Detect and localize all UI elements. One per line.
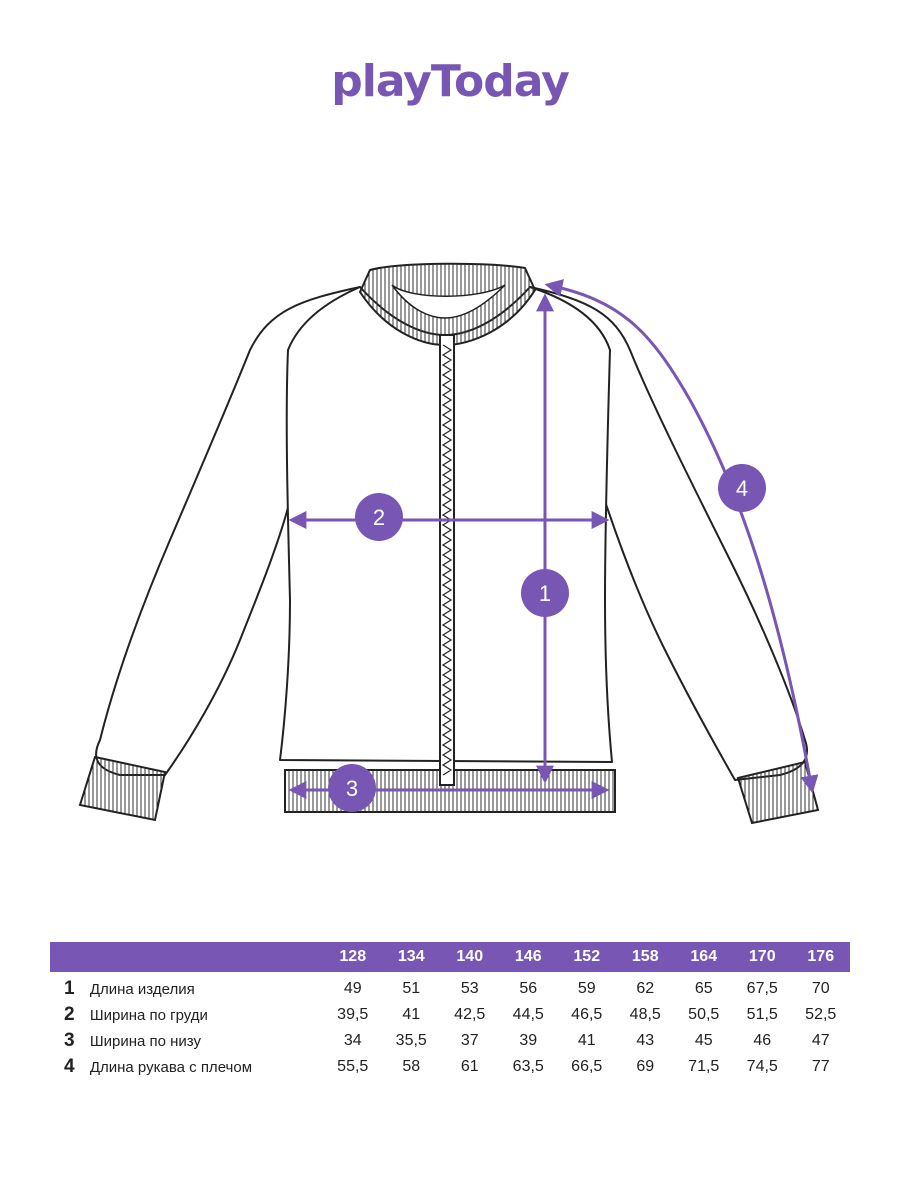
table-row: 2 Ширина по груди 39,5 41 42,5 44,5 46,5… — [50, 1002, 850, 1028]
size-header: 170 — [748, 948, 776, 965]
row-values: 34 35,5 37 39 41 43 45 46 47 — [324, 1032, 851, 1050]
left-cuff — [78, 755, 167, 822]
row-values: 55,5 58 61 63,5 66,5 69 71,5 74,5 77 — [324, 1058, 851, 1076]
cell: 44,5 — [512, 1006, 544, 1023]
cell: 51 — [402, 980, 421, 997]
cell: 42,5 — [454, 1006, 486, 1023]
cell: 63,5 — [512, 1058, 544, 1075]
cell: 39 — [519, 1032, 538, 1049]
cell: 61 — [460, 1058, 479, 1075]
cell: 62 — [636, 980, 655, 997]
cell: 49 — [343, 980, 362, 997]
cell: 34 — [343, 1032, 362, 1049]
cell: 58 — [402, 1058, 421, 1075]
cell: 50,5 — [688, 1006, 720, 1023]
cell: 37 — [460, 1032, 479, 1049]
cell: 46 — [753, 1032, 772, 1049]
row-number: 1 — [64, 978, 75, 999]
callout-3: 3 — [328, 764, 376, 812]
size-table: 128 134 140 146 152 158 164 170 176 1 Дл… — [50, 942, 850, 1080]
cell: 46,5 — [571, 1006, 603, 1023]
row-values: 49 51 53 56 59 62 65 67,5 70 — [324, 980, 851, 998]
cell: 77 — [811, 1058, 830, 1075]
size-header: 140 — [456, 948, 484, 965]
size-header: 158 — [631, 948, 659, 965]
zipper — [439, 334, 455, 786]
svg-text:3: 3 — [346, 776, 358, 801]
size-header: 128 — [339, 948, 367, 965]
row-label: Ширина по низу — [89, 1032, 201, 1050]
cell: 47 — [811, 1032, 830, 1049]
svg-text:1: 1 — [539, 581, 551, 606]
row-label: Ширина по груди — [89, 1006, 208, 1024]
cell: 66,5 — [571, 1058, 603, 1075]
row-number: 3 — [64, 1030, 75, 1051]
callout-1: 1 — [521, 569, 569, 617]
cell: 71,5 — [688, 1058, 720, 1075]
cell: 53 — [460, 980, 479, 997]
table-row: 4 Длина рукава с плечом 55,5 58 61 63,5 … — [50, 1054, 850, 1080]
svg-text:4: 4 — [736, 476, 748, 501]
row-label: Длина рукава с плечом — [89, 1058, 253, 1076]
brand-logo: playToday — [0, 52, 900, 122]
row-number: 2 — [64, 1004, 75, 1025]
table-row: 3 Ширина по низу 34 35,5 37 39 41 43 45 … — [50, 1028, 850, 1054]
callout-4: 4 — [718, 464, 766, 512]
size-header: 152 — [573, 948, 601, 965]
cell: 56 — [519, 980, 538, 997]
svg-text:2: 2 — [373, 505, 385, 530]
cell: 41 — [577, 1032, 596, 1049]
size-header: 134 — [397, 948, 425, 965]
cell: 35,5 — [395, 1032, 427, 1049]
cell: 39,5 — [337, 1006, 369, 1023]
cell: 65 — [694, 980, 713, 997]
size-header: 176 — [807, 948, 835, 965]
jacket-diagram: 1 2 3 4 — [78, 262, 820, 825]
row-values: 39,5 41 42,5 44,5 46,5 48,5 50,5 51,5 52… — [324, 1006, 851, 1024]
callout-2: 2 — [355, 493, 403, 541]
size-header-row: 128 134 140 146 152 158 164 170 176 — [50, 942, 850, 972]
size-headers: 128 134 140 146 152 158 164 170 176 — [324, 948, 851, 966]
size-header: 164 — [690, 948, 718, 965]
cell: 67,5 — [746, 980, 778, 997]
row-label: Длина изделия — [89, 980, 195, 998]
row-number: 4 — [64, 1056, 75, 1077]
table-row: 1 Длина изделия 49 51 53 56 59 62 65 67,… — [50, 976, 850, 1002]
size-header: 146 — [514, 948, 542, 965]
cell: 69 — [636, 1058, 655, 1075]
cell: 55,5 — [337, 1058, 369, 1075]
cell: 45 — [694, 1032, 713, 1049]
cell: 41 — [402, 1006, 421, 1023]
cell: 51,5 — [746, 1006, 778, 1023]
cell: 52,5 — [805, 1006, 837, 1023]
cell: 48,5 — [629, 1006, 661, 1023]
logo-text: playToday — [331, 56, 570, 107]
cell: 70 — [811, 980, 830, 997]
cell: 74,5 — [746, 1058, 778, 1075]
cell: 59 — [577, 980, 596, 997]
cell: 43 — [636, 1032, 655, 1049]
